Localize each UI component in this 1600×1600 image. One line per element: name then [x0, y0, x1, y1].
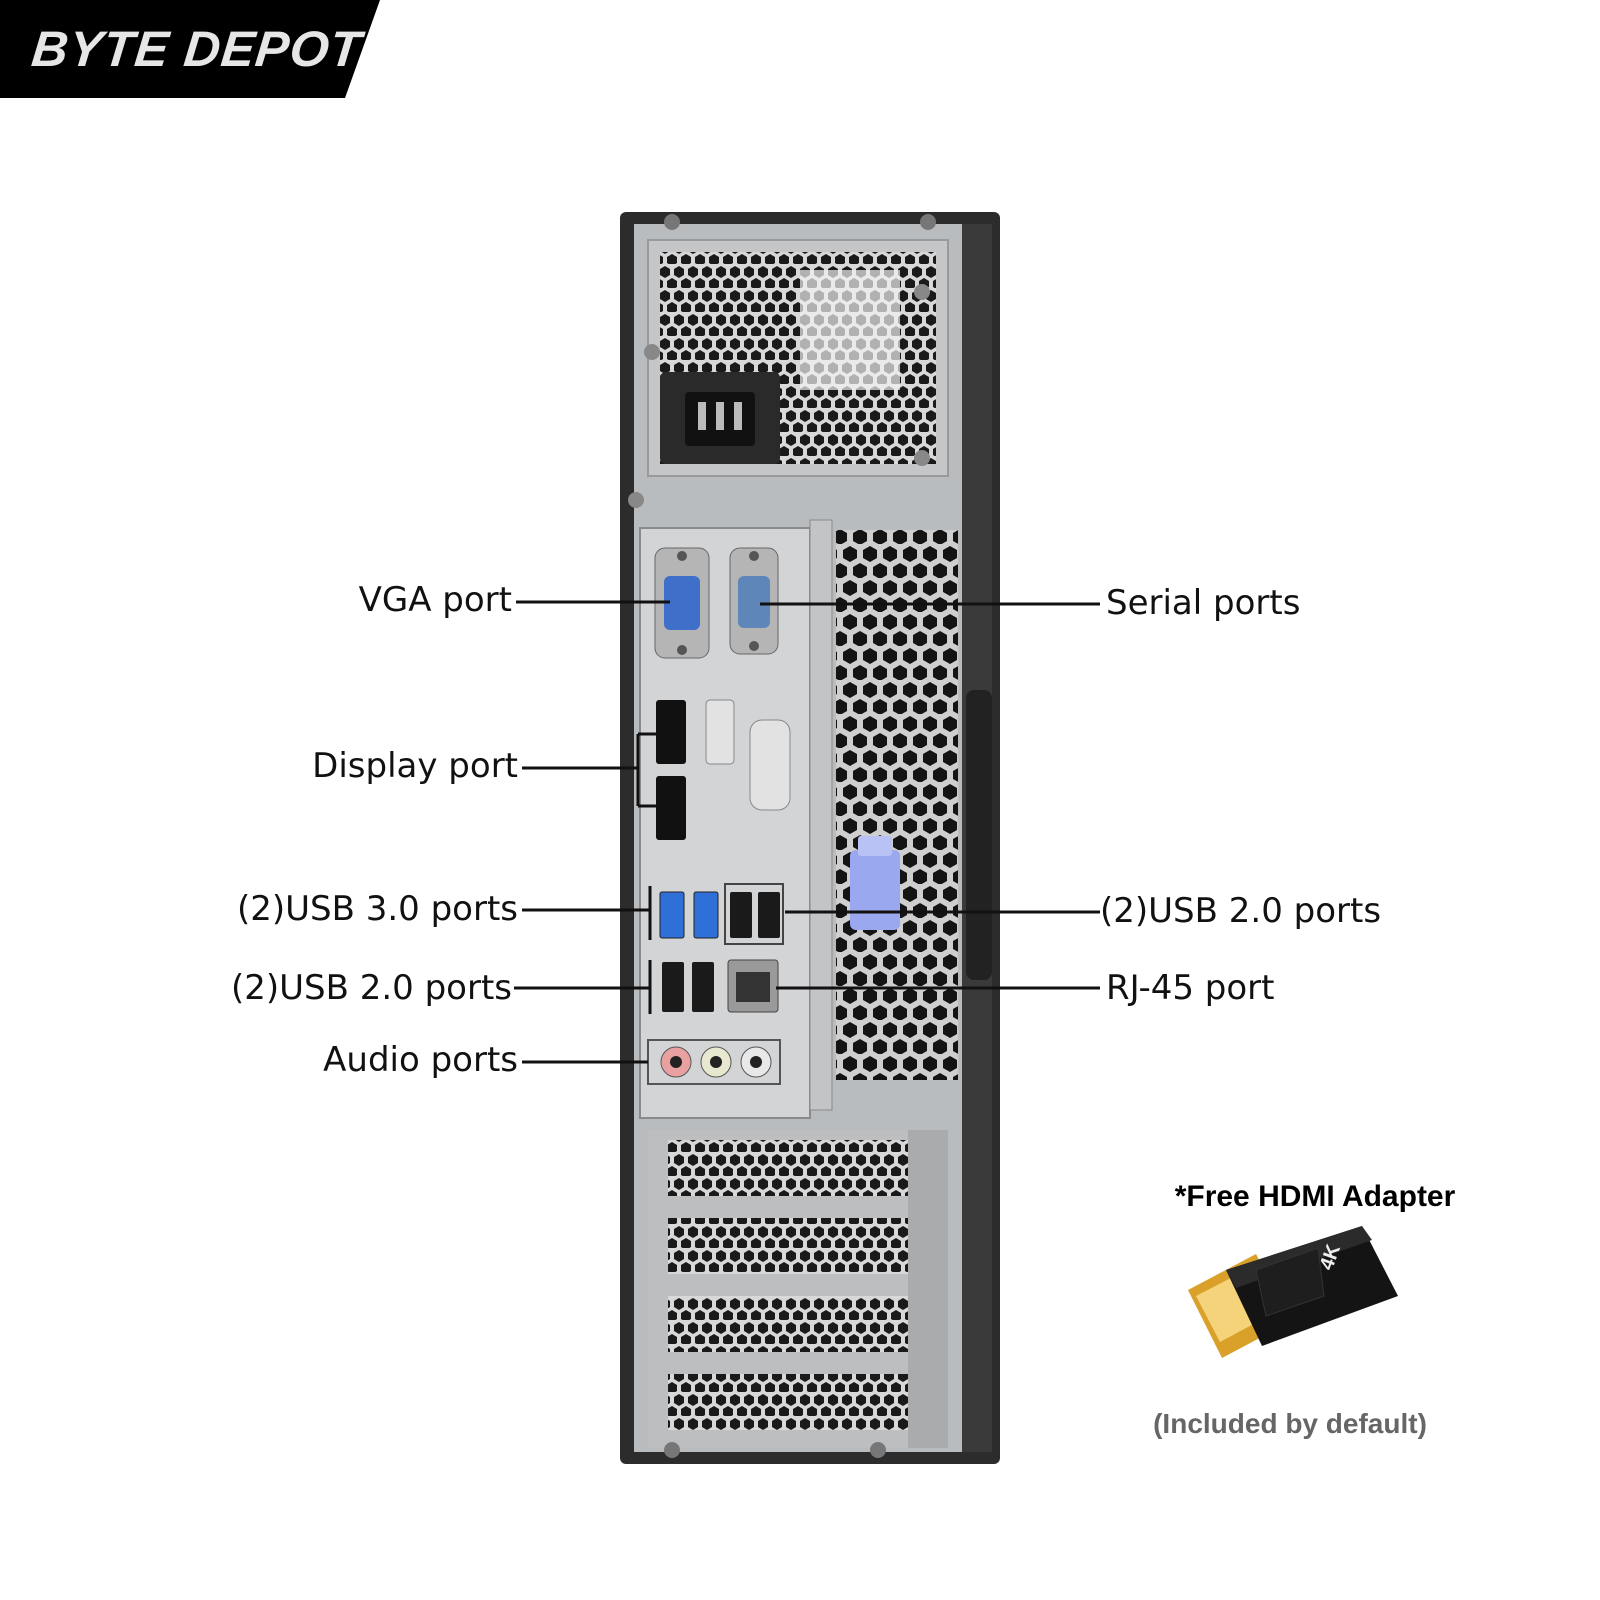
- hdmi-adapter-icon: [1188, 1226, 1398, 1358]
- label-vga-port: VGA port: [358, 580, 512, 620]
- usb2-port-7: [730, 892, 752, 938]
- io-panel: [639, 519, 833, 1119]
- usb2-port-3: [662, 962, 684, 1012]
- usb2-port-8: [758, 892, 780, 938]
- usb3-port-1: [659, 891, 685, 939]
- label-usb2-ports-left: (2)USB 2.0 ports: [230, 968, 512, 1008]
- label-rj45-port: RJ-45 port: [1106, 968, 1275, 1008]
- brand-badge: [0, 0, 380, 98]
- cover-latch: [850, 850, 900, 930]
- label-usb3-ports: (2)USB 3.0 ports: [236, 889, 518, 929]
- label-audio-ports: Audio ports: [323, 1040, 518, 1080]
- usb2-port-4: [692, 962, 714, 1012]
- side-vent: [836, 530, 958, 1080]
- label-usb2-ports-right: (2)USB 2.0 ports: [1100, 891, 1382, 931]
- displayport-2: [656, 776, 686, 840]
- label-display-port: Display port: [312, 746, 518, 786]
- label-serial-ports: Serial ports: [1106, 583, 1301, 623]
- usb3-port-2: [693, 891, 719, 939]
- power-supply: [628, 214, 949, 508]
- expansion-slots: [648, 1130, 948, 1458]
- promo-title: *Free HDMI Adapter: [1174, 1180, 1456, 1213]
- callout-lines: [514, 600, 1100, 1064]
- promo-note: (Included by default): [1153, 1408, 1427, 1439]
- displayport-1: [656, 700, 686, 764]
